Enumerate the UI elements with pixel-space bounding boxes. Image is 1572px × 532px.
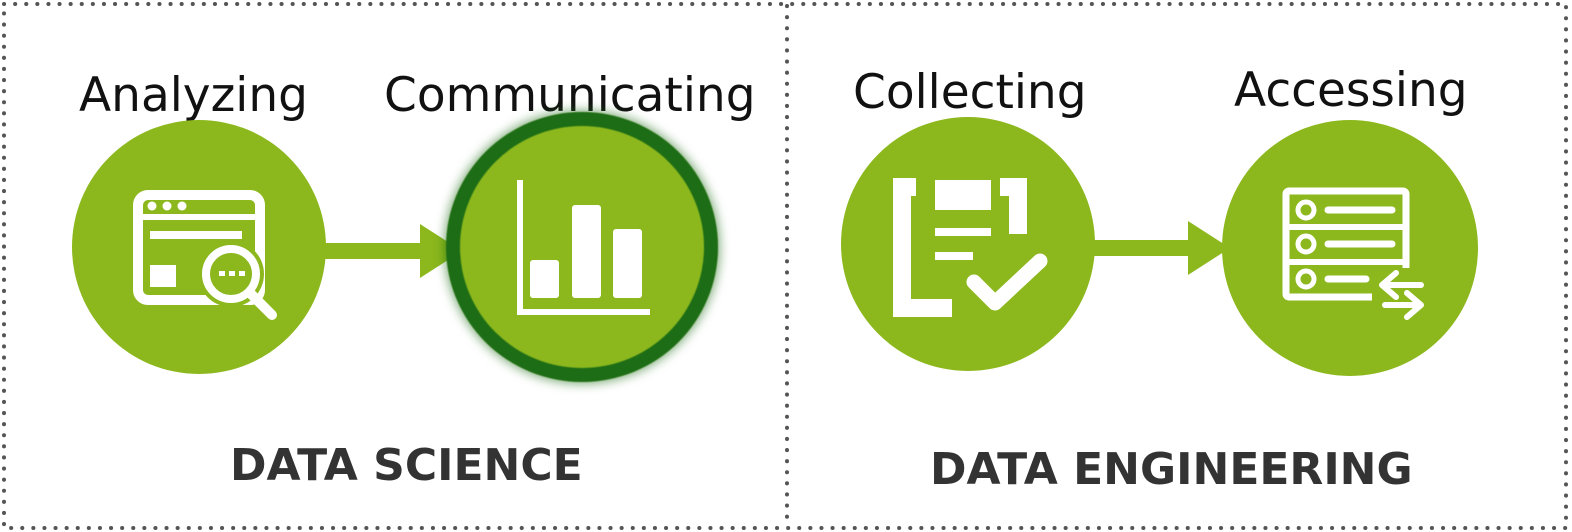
analytics-window-icon [133, 190, 277, 320]
step-circle-collecting [841, 117, 1095, 371]
step-circle-analyzing [72, 120, 326, 374]
arrow-collecting-to-accessing [1088, 221, 1230, 275]
step-label-collecting: Collecting [853, 65, 1087, 120]
arrow-analyzing-to-communicating [318, 224, 462, 278]
bar-chart-icon [517, 180, 650, 315]
database-transfer-icon [1282, 187, 1432, 327]
clipboard-check-icon [893, 178, 1048, 317]
section-title-data-engineering: DATA ENGINEERING [930, 444, 1413, 495]
section-title-data-science: DATA SCIENCE [230, 440, 583, 491]
step-label-accessing: Accessing [1234, 63, 1468, 118]
step-circle-accessing [1222, 120, 1478, 376]
step-label-communicating: Communicating [384, 68, 756, 123]
step-label-analyzing: Analyzing [79, 68, 308, 123]
